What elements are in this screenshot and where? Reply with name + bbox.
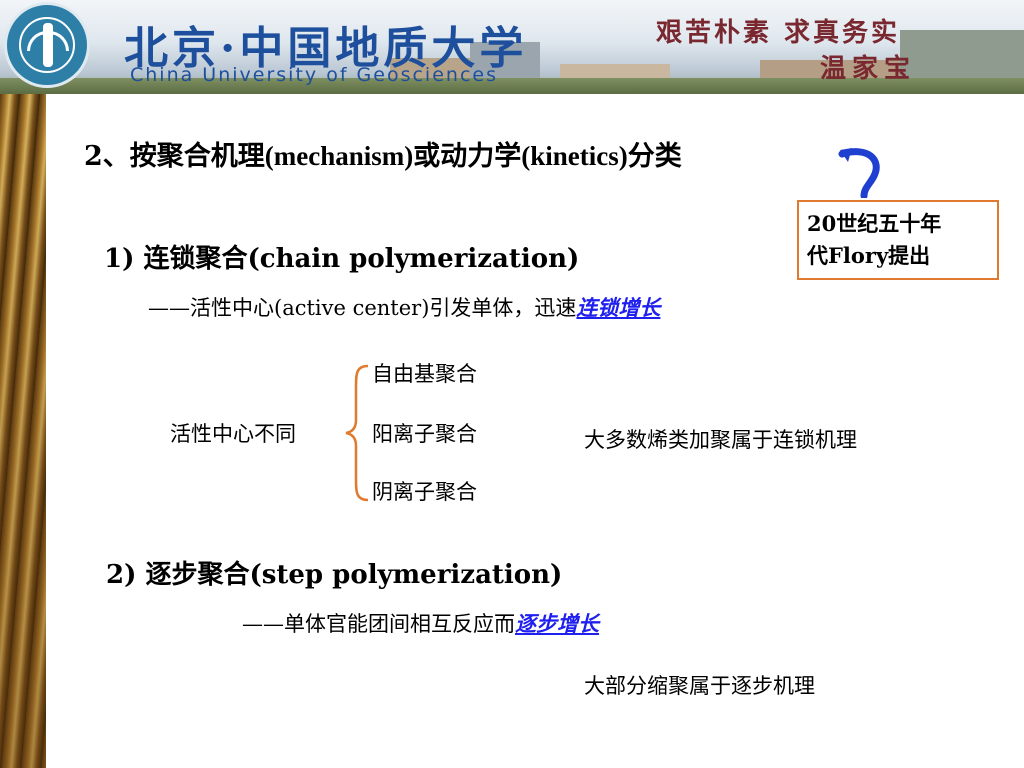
step-desc-text: ——单体官能团间相互反应而 bbox=[242, 612, 515, 636]
heading-prefix: 2、按聚合机理 bbox=[84, 141, 265, 172]
note-line-2: 代Flory提出 bbox=[807, 243, 931, 268]
logo-mark bbox=[43, 23, 53, 67]
motto-signature: 温家宝 bbox=[820, 54, 917, 84]
type-free-radical: 自由基聚合 bbox=[372, 362, 477, 386]
active-center-label: 活性中心不同 bbox=[170, 422, 296, 446]
heading-mid: 或动力学 bbox=[413, 141, 522, 172]
university-logo bbox=[4, 2, 90, 88]
school-name-en: China University of Geosciences bbox=[130, 64, 498, 86]
section-chain-desc: ——活性中心(active center)引发单体，迅速连锁增长 bbox=[148, 292, 660, 322]
history-note-box: 20世纪五十年 代Flory提出 bbox=[797, 200, 999, 280]
curved-arrow-icon bbox=[838, 148, 880, 198]
banner-trees bbox=[0, 78, 1024, 94]
header-banner: 北京·中国地质大学 China University of Geoscience… bbox=[0, 0, 1024, 94]
heading-suffix: 分类 bbox=[627, 141, 682, 172]
slide-heading: 2、按聚合机理(mechanism)或动力学(kinetics)分类 bbox=[84, 134, 682, 173]
step-mechanism-note: 大部分缩聚属于逐步机理 bbox=[584, 674, 815, 698]
decorative-tree-strip bbox=[0, 94, 46, 768]
school-name-cn: 北京·中国地质大学 bbox=[124, 23, 528, 74]
step-growth-link[interactable]: 逐步增长 bbox=[515, 611, 599, 636]
section-step-title: 2) 逐步聚合(step polymerization) bbox=[106, 560, 563, 590]
note-line-1: 20世纪五十年 bbox=[807, 211, 942, 236]
curly-brace-icon bbox=[345, 364, 369, 502]
chain-mechanism-note: 大多数烯类加聚属于连锁机理 bbox=[584, 428, 857, 452]
type-cationic: 阳离子聚合 bbox=[372, 422, 477, 446]
logo-ring bbox=[19, 17, 75, 73]
heading-term-mechanism: (mechanism) bbox=[264, 141, 414, 171]
chain-desc-text: ——活性中心(active center)引发单体，迅速 bbox=[148, 296, 577, 320]
heading-term-kinetics: (kinetics) bbox=[521, 141, 628, 171]
chain-growth-link[interactable]: 连锁增长 bbox=[576, 295, 661, 320]
section-chain-title: 1) 连锁聚合(chain polymerization) bbox=[104, 244, 580, 274]
motto-calligraphy: 艰苦朴素 求真务实 bbox=[656, 18, 901, 48]
type-anionic: 阴离子聚合 bbox=[372, 480, 477, 504]
section-step-desc: ——单体官能团间相互反应而逐步增长 bbox=[242, 608, 599, 638]
